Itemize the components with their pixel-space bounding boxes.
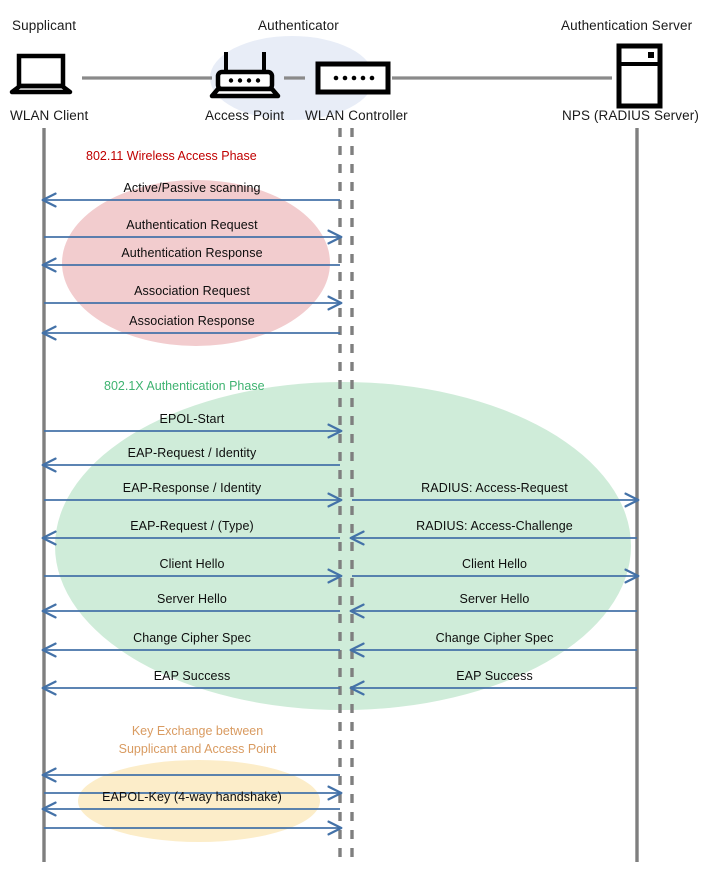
message-label: EAP Success [153, 669, 231, 683]
message-label: Change Cipher Spec [133, 631, 251, 645]
message-label: RADIUS: Access-Challenge [416, 519, 573, 533]
message-label: Change Cipher Spec [435, 631, 554, 645]
message-label: EAP-Request / (Type) [130, 519, 254, 533]
actor-role-authenticator: Authenticator [258, 18, 339, 33]
message-label: Authentication Response [121, 246, 263, 260]
message-label: Client Hello [159, 557, 225, 571]
message-label: EAP-Request / Identity [127, 446, 257, 460]
actor-device-nps: NPS (RADIUS Server) [562, 108, 699, 123]
message-label: Association Request [134, 284, 250, 298]
network-switch-icon [315, 61, 391, 95]
phase-label-wireless-access: 802.11 Wireless Access Phase [86, 149, 257, 163]
message-label: EAP-Response / Identity [122, 481, 262, 495]
laptop-icon [9, 53, 73, 95]
message-label: RADIUS: Access-Request [421, 481, 568, 495]
message-label: Association Response [129, 314, 255, 328]
phase-2-ellipse [55, 382, 631, 710]
actor-device-wlan-controller: WLAN Controller [305, 108, 408, 123]
message-label: Server Hello [157, 592, 227, 606]
phase-1-ellipse [62, 180, 330, 346]
server-tower-icon [616, 43, 663, 109]
message-label: EAP Success [456, 669, 533, 683]
phase-label-dot1x-authentication: 802.1X Authentication Phase [104, 379, 265, 393]
actor-device-wlan-client: WLAN Client [10, 108, 89, 123]
phase-label-key-exchange-line2: Supplicant and Access Point [118, 742, 277, 756]
message-arrow-layer [41, 192, 640, 836]
message-label: Client Hello [461, 557, 528, 571]
phase-label-key-exchange-line1: Key Exchange between [131, 724, 264, 738]
message-label: EAPOL-Key (4-way handshake) [102, 790, 282, 804]
message-label: Server Hello [459, 592, 530, 606]
phase-label-key-exchange: Key Exchange between Supplicant and Acce… [95, 722, 300, 758]
wireless-router-icon [209, 52, 281, 99]
message-label: Authentication Request [126, 218, 258, 232]
actor-role-supplicant: Supplicant [12, 18, 77, 33]
message-label: Active/Passive scanning [123, 181, 261, 195]
phase-3-ellipse [78, 760, 320, 842]
message-label: EPOL-Start [159, 412, 225, 426]
actor-role-auth-server: Authentication Server [561, 18, 693, 33]
actor-device-access-point: Access Point [205, 108, 285, 123]
